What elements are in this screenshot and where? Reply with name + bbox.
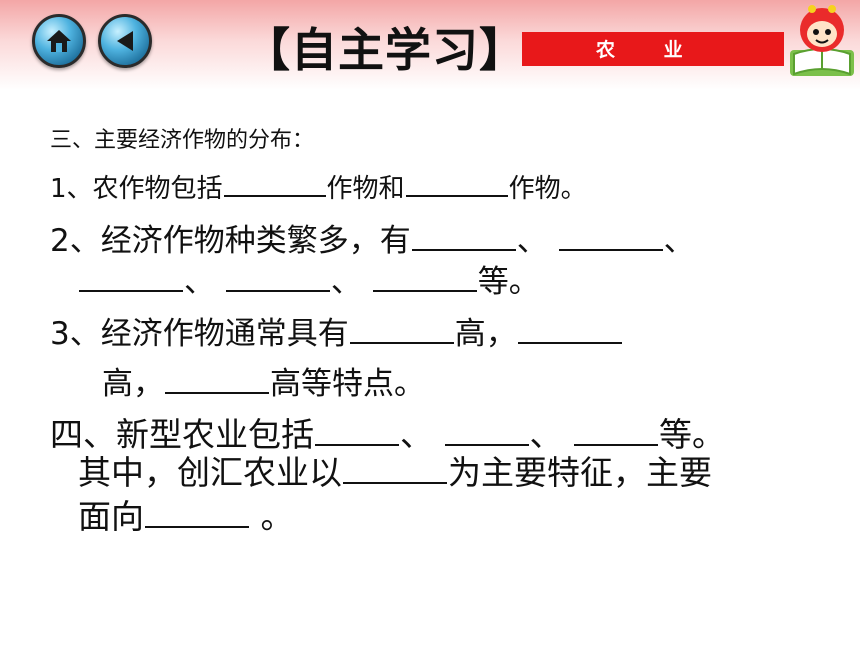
home-icon <box>47 30 71 52</box>
answer-blank[interactable] <box>223 172 326 197</box>
answer-blank[interactable] <box>343 452 447 484</box>
section-banner-label: 农 业 <box>596 39 685 61</box>
answer-blank[interactable] <box>405 172 508 197</box>
cartoon-reading-mascot-icon <box>790 5 854 76</box>
question-line: 2、经济作物种类繁多，有、 、 <box>50 221 695 259</box>
question-line: 高，高等特点。 <box>102 364 425 402</box>
question-line: 、 、 等。 <box>78 256 540 301</box>
answer-blank[interactable] <box>145 496 249 528</box>
question-line: 其中，创汇农业以为主要特征，主要 <box>78 452 712 492</box>
question-line: 1、农作物包括作物和作物。 <box>50 168 587 205</box>
home-button[interactable] <box>32 14 86 68</box>
answer-blank[interactable] <box>79 262 183 292</box>
question-line: 3、经济作物通常具有高， <box>50 308 623 353</box>
question-line: 三、主要经济作物的分布： <box>50 128 315 153</box>
answer-blank[interactable] <box>517 314 622 344</box>
answer-blank[interactable] <box>165 364 269 394</box>
answer-blank[interactable] <box>349 314 454 344</box>
answer-blank[interactable] <box>372 262 477 292</box>
answer-blank[interactable] <box>574 414 658 446</box>
back-button[interactable] <box>98 14 152 68</box>
page-title: 【自主学习】 <box>244 23 526 77</box>
answer-blank[interactable] <box>315 414 399 446</box>
question-line: 面向 。 <box>78 496 294 536</box>
answer-blank[interactable] <box>558 221 663 251</box>
answer-blank[interactable] <box>225 262 330 292</box>
answer-blank[interactable] <box>411 221 516 251</box>
answer-blank[interactable] <box>444 414 529 446</box>
section-banner <box>522 32 784 66</box>
triangle-left-icon <box>117 31 133 51</box>
question-line: 四、新型农业包括、 、 等。 <box>50 414 725 454</box>
